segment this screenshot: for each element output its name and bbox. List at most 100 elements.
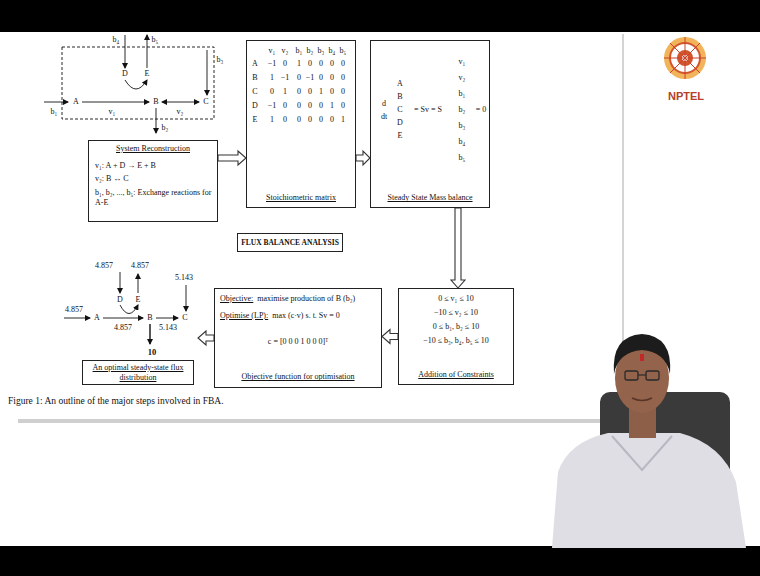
matrix-cell: 0	[341, 60, 345, 68]
drawing-line	[82, 102, 149, 103]
diagram-label: b₁	[51, 108, 58, 116]
process-box: System Reconstruction v₁: A + D → E + B v₂…	[88, 140, 218, 222]
diagram-label: D	[252, 102, 258, 110]
nptel-logo	[664, 37, 706, 79]
node-text: c = [0 0 0 1 0 0 0]ᵀ	[268, 337, 328, 346]
node-text: 0 ≤ v₁ ≤ 10	[438, 294, 474, 303]
drawing-line	[149, 324, 150, 344]
drawing-path	[552, 433, 746, 548]
diagram-label: v₂	[177, 108, 184, 116]
diagram-label: b₂	[162, 124, 169, 132]
drawing-rect	[62, 47, 214, 119]
matrix-cell: 0	[297, 74, 301, 82]
diagram-label: C	[252, 88, 257, 96]
text-line: Stoichiometric matrix	[247, 193, 355, 203]
matrix-box: Stoichiometric matrix	[246, 40, 356, 208]
matrix-cell: 0	[341, 74, 345, 82]
diagram-label: A	[94, 314, 100, 322]
text-line: 0 ≤ v₁ ≤ 10	[399, 294, 513, 304]
matrix-cell: −1	[306, 74, 315, 82]
node-text: Objective function for optimisation	[241, 372, 354, 381]
diagram-label: b₃	[459, 122, 466, 130]
diagram-label: b₅	[152, 36, 159, 44]
matrix-cell: 0	[270, 88, 274, 96]
drawing-path	[632, 398, 652, 401]
diagram-label: E	[136, 296, 141, 304]
matrix-cell: 0	[283, 116, 287, 124]
diagram-label: C	[397, 106, 402, 114]
text-line: FLUX BALANCE ANALYSIS	[238, 238, 342, 248]
matrix-cell: −1	[268, 60, 277, 68]
node-text: v₂: B ↔ C	[95, 174, 129, 183]
text-line: Steady State Mass balance	[371, 193, 489, 203]
matrix-cell: 0	[283, 60, 287, 68]
drawing-path	[614, 334, 671, 374]
node-text: Addition of Constraints	[418, 370, 494, 379]
diagram-label: b₃	[318, 47, 325, 55]
diagram-label: b₄	[329, 47, 336, 55]
node-text: Optimise (LP):	[220, 311, 268, 320]
diagram-label: b₂	[307, 47, 314, 55]
matrix-cell: 0	[308, 102, 312, 110]
drawing-rect	[640, 354, 644, 361]
matrix-cell: 0	[319, 74, 323, 82]
diagram-label: b₅	[340, 47, 347, 55]
drawing-circle	[664, 37, 706, 79]
diagram-label: d	[382, 100, 386, 108]
node-text: maximise production of B (b₂)	[257, 294, 355, 303]
matrix-cell: 0	[341, 88, 345, 96]
node-text: max (c·v) s. t. Sv = 0	[272, 311, 340, 320]
matrix-cell: 1	[270, 74, 274, 82]
diagram-label: C	[203, 98, 208, 106]
diagram-label: A	[252, 60, 258, 68]
diagram-label: A	[73, 98, 79, 106]
diagram-label: D	[397, 119, 403, 127]
matrix-cell: 1	[330, 102, 334, 110]
text-line: −10 ≤ b₃, b₄, b₅ ≤ 10	[399, 336, 513, 346]
diagram-label: b₄	[459, 138, 466, 146]
drawing-rect	[625, 371, 638, 380]
text-line: v₁: A + D → E + B	[95, 161, 156, 171]
flow-arrow	[451, 208, 465, 288]
matrix-cell: 0	[319, 60, 323, 68]
caption-box: An optimal steady-state flux distributio…	[82, 360, 194, 385]
matrix-cell: 1	[319, 88, 323, 96]
network-bottom	[64, 272, 186, 344]
node-text: Steady State Mass balance	[387, 193, 472, 202]
diagram-label: = 0	[476, 106, 487, 114]
matrix-cell: 1	[270, 116, 274, 124]
flow-arrow	[198, 331, 214, 345]
matrix-cell: 0	[330, 60, 334, 68]
logo-text: NPTEL	[668, 91, 704, 102]
drawing-path	[125, 80, 147, 89]
diagram-label: b₂	[459, 106, 466, 114]
flow-arrow	[382, 330, 398, 344]
node-text: 0 ≤ b₁, b₂ ≤ 10	[433, 322, 479, 331]
matrix-cell: 0	[308, 88, 312, 96]
matrix-cell: 1	[297, 60, 301, 68]
diagram-label: 5.143	[159, 324, 177, 332]
text-line: System Reconstruction	[89, 144, 217, 154]
text-line: Optimise (LP): max (c·v) s. t. Sv = 0	[220, 311, 340, 321]
matrix-cell: 0	[297, 116, 301, 124]
diagram-label: B	[252, 74, 257, 82]
matrix-cell: 1	[283, 88, 287, 96]
diagram-label: b₁	[296, 47, 303, 55]
presenter	[552, 334, 746, 548]
diagram-label: b₄	[113, 36, 120, 44]
text-line: Objective function for optimisation	[215, 372, 381, 382]
matrix-cell: 0	[330, 88, 334, 96]
diagram-label: D	[117, 296, 123, 304]
text-line: Objective:maximise production of B (b₂)	[220, 294, 355, 304]
diagram-label: D	[122, 70, 128, 78]
diagram-label: E	[253, 116, 258, 124]
diagram-label: A	[397, 80, 403, 88]
matrix-cell: 0	[319, 102, 323, 110]
node-text: An optimal steady-state flux distributio…	[93, 363, 184, 382]
network-top	[44, 35, 214, 133]
drawing-line	[147, 35, 148, 68]
text-line: 0 ≤ b₁, b₂ ≤ 10	[399, 322, 513, 332]
drawing-line	[138, 274, 139, 293]
diagram-label: b₅	[459, 154, 466, 162]
